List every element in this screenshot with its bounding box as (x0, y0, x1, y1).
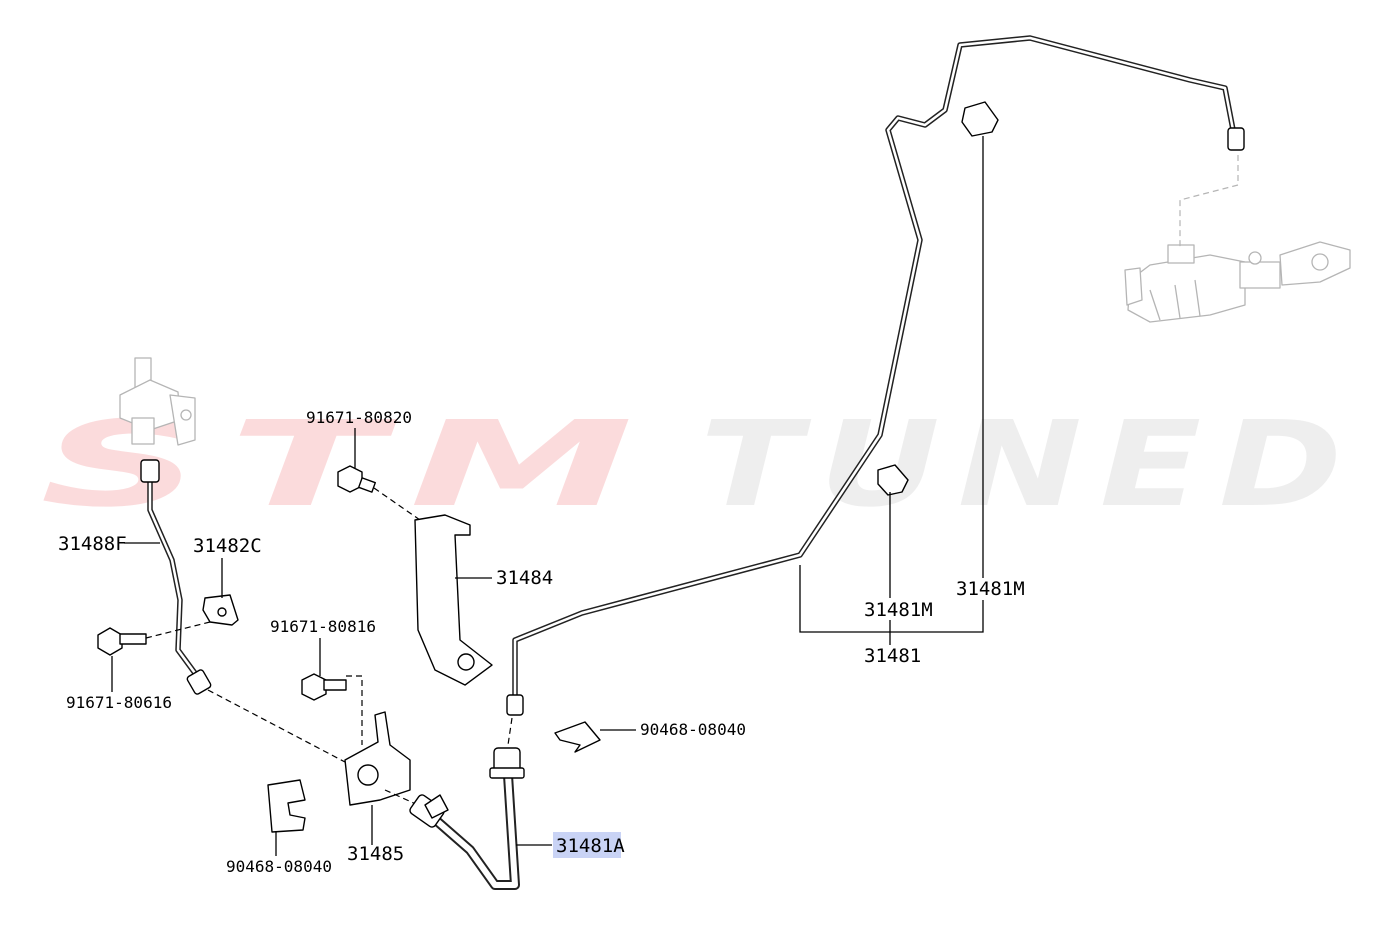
pipe-fitting-hose (506, 694, 524, 716)
pipe-fitting-slave (140, 459, 160, 483)
pipe-clamp-hole (217, 607, 227, 617)
label-31481M-inner[interactable]: 31481M (864, 599, 933, 621)
leader-bracket-to-hose (384, 789, 419, 806)
leader-31481-bracket (799, 565, 984, 633)
clip-90468-08040-right (554, 721, 601, 753)
hose-end-fitting-pipe (489, 747, 525, 779)
highlight-31481A (553, 832, 621, 858)
pipe-fitting-master (1227, 127, 1245, 151)
label-31481[interactable]: 31481 (864, 645, 921, 667)
label-31484[interactable]: 31484 (496, 567, 553, 589)
flexible-hose-31481A (425, 770, 520, 890)
leader-bolt-80616 (145, 621, 211, 639)
ghost-leader-master (1179, 155, 1239, 250)
bolt-91671-80820 (337, 465, 376, 493)
clutch-master-cylinder-ghost (1124, 241, 1351, 323)
leader-pipe-to-hose (507, 717, 513, 746)
bolt-91671-80816 (301, 673, 347, 701)
label-31482C[interactable]: 31482C (193, 535, 262, 557)
pipe-fitting-slave-lower (186, 669, 212, 695)
watermark-brand-right: TUNED (700, 395, 1360, 533)
bracket-31484-hole (457, 653, 475, 671)
clutch-pipe-slave (147, 472, 203, 683)
clutch-pipe-main (512, 35, 1238, 703)
label-90468-08040-right[interactable]: 90468-08040 (640, 720, 746, 739)
bracket-31485 (344, 711, 411, 806)
label-31481M-outer[interactable]: 31481M (956, 578, 1025, 600)
hose-end-fitting-bracket (409, 794, 449, 828)
label-31488F[interactable]: 31488F (58, 533, 127, 555)
label-91671-80820[interactable]: 91671-80820 (306, 408, 412, 427)
leader-bolt-80816 (346, 675, 363, 745)
pipe-clip-lower (877, 464, 909, 496)
bolt-91671-80616 (97, 627, 147, 656)
bracket-31485-hole (357, 764, 379, 786)
slave-cylinder-ghost (119, 357, 196, 446)
label-90468-08040-left[interactable]: 90468-08040 (226, 857, 332, 876)
label-31485[interactable]: 31485 (347, 843, 404, 865)
label-31481A[interactable]: 31481A (556, 835, 625, 857)
clip-90468-08040-left (267, 779, 306, 833)
pipe-clip-upper (961, 101, 999, 137)
label-91671-80616[interactable]: 91671-80616 (66, 693, 172, 712)
watermark: STM TUNED (40, 395, 1360, 533)
bracket-31484 (414, 514, 493, 686)
leader-slave-to-bracket (207, 689, 346, 763)
label-91671-80816[interactable]: 91671-80816 (270, 617, 376, 636)
